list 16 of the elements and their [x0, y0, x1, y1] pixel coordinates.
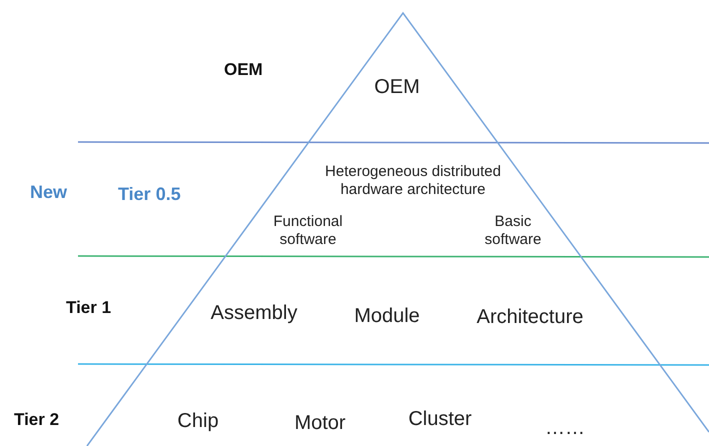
tier-label: Chip	[177, 409, 219, 433]
tier-label: Module	[354, 304, 420, 328]
tier-label: Cluster	[408, 407, 472, 431]
tier-label: Tier 2	[14, 410, 60, 430]
tier-label: Tier 0.5	[118, 184, 181, 206]
tier-label: Assembly	[210, 301, 298, 325]
tier-label: OEM	[374, 75, 420, 99]
tier-label: Heterogeneous distributed hardware architecture	[324, 163, 502, 199]
tier-label: Motor	[294, 411, 346, 435]
tier-label: Basic software	[484, 213, 542, 249]
tier-label: ……	[545, 416, 585, 440]
tier-label: Tier 1	[66, 298, 112, 318]
tier-label: OEM	[224, 60, 263, 80]
tier-label: Functional software	[272, 213, 344, 249]
tier-label: Architecture	[476, 305, 584, 329]
tier-label: New	[30, 182, 68, 204]
